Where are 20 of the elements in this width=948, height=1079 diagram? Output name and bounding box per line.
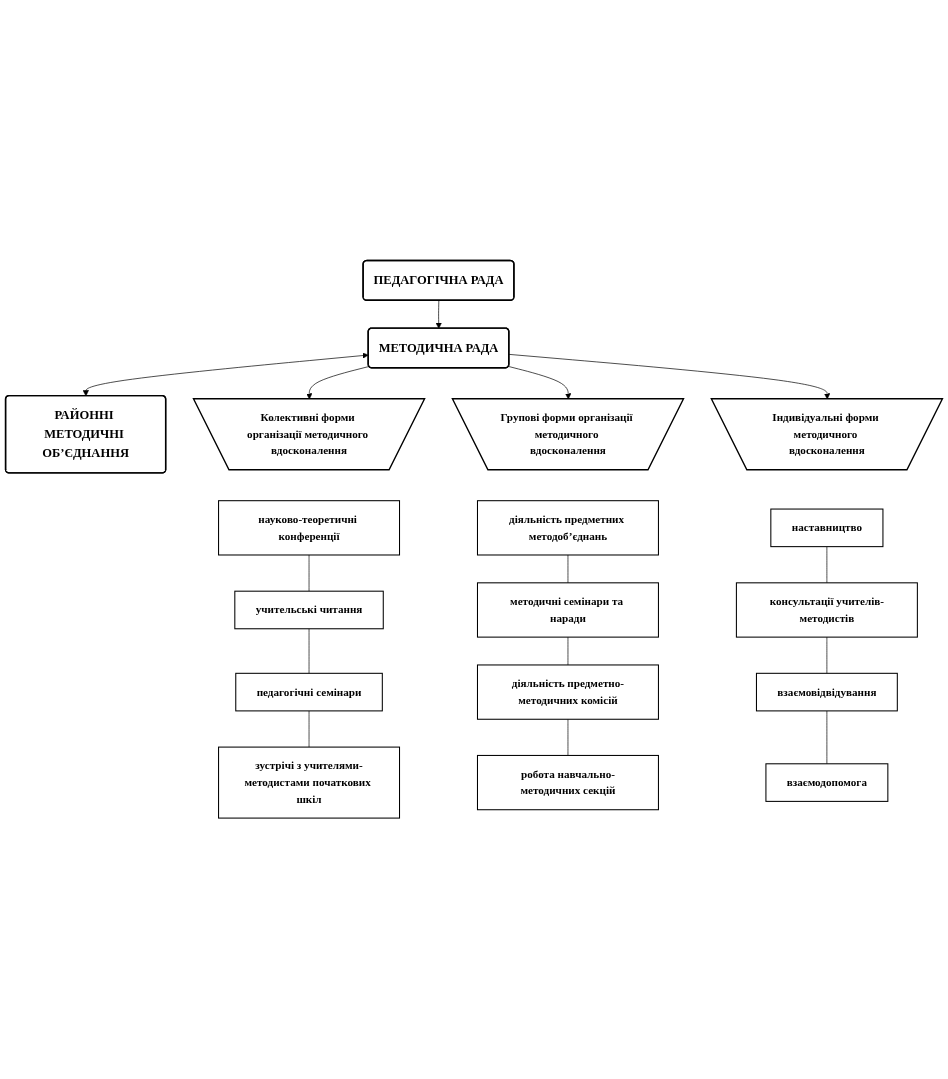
connector	[826, 710, 828, 765]
node-box: методичні семінари та наради	[476, 582, 659, 638]
node-box: наставництво	[770, 508, 884, 548]
connector	[567, 719, 569, 756]
node-box: зустрічі з учителями-методистами початкових шкіл	[218, 746, 401, 819]
connector	[826, 546, 828, 584]
node-box: взаємодопомога	[765, 763, 889, 803]
connector	[567, 636, 569, 666]
connector	[826, 636, 828, 674]
node-box: взаємовідвідування	[755, 672, 898, 712]
node-box: консультації учителів-методистів	[735, 582, 918, 638]
node-box: робота навчально-методичних секцій	[476, 755, 659, 811]
node-box: діяльність предметних методоб’єднань	[476, 500, 659, 556]
connector	[567, 554, 569, 584]
node-box: педагогічні семінари	[235, 672, 383, 712]
connector	[308, 554, 310, 592]
connector	[308, 628, 310, 674]
node-box: науково-теоретичні конференції	[218, 500, 401, 556]
node-box: діяльність предметно-методичних комісій	[476, 664, 659, 720]
node-box: учительські читання	[234, 590, 384, 630]
